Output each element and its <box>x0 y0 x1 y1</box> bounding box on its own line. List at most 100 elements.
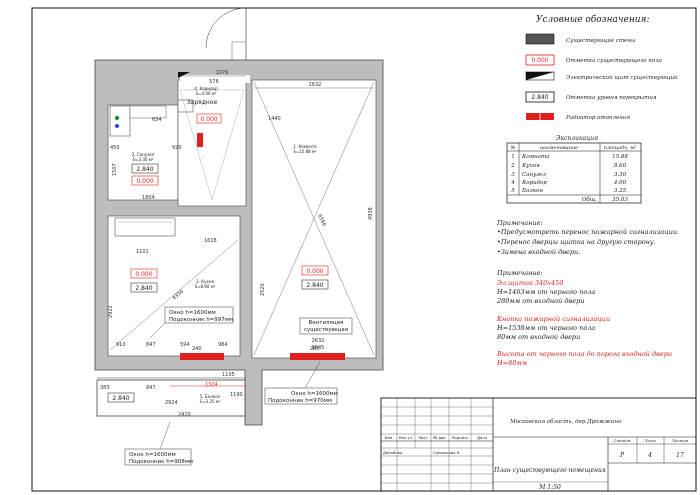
radiator-kitchen <box>180 353 224 360</box>
svg-text:Балкон: Балкон <box>521 188 543 194</box>
dim-room-side: 1440 <box>268 116 281 122</box>
tb-col-date: Дата <box>477 435 487 440</box>
bathtub <box>109 105 131 137</box>
svg-text:Кухня: Кухня <box>521 163 540 169</box>
svg-text:1: 1 <box>511 154 515 160</box>
threshold-line-1: Высота от черного пола до порога входной… <box>496 350 672 358</box>
svg-text:4.00: 4.00 <box>613 180 627 186</box>
title-block: Изм. Кол.уч. Лист № док. Подпись Дата Ди… <box>380 397 697 492</box>
room-2-label: 2. Кухня <box>196 279 214 284</box>
svg-text:2: 2 <box>510 163 515 169</box>
floor-plan: 1. Комната S=15.88 м² 2. Кухня S=8.60 м²… <box>94 7 384 466</box>
dim-balcony-a: 383 <box>100 385 110 391</box>
table-row: 1 Комната 15.88 <box>511 154 628 160</box>
explication-header-name: наименование <box>540 145 578 151</box>
dim-room-height: 4938 <box>368 207 374 220</box>
sheet-frame <box>31 7 697 492</box>
vent-line-2: существующая <box>304 327 348 333</box>
tb-stage: Р <box>619 452 625 459</box>
tb-address: Московская область, дер.Дрожжино <box>509 418 622 425</box>
dim-kitchen-height: 2922 <box>108 305 114 318</box>
radiator-corridor <box>197 133 203 147</box>
room-2-area: S=8.60 м² <box>195 284 216 289</box>
kitchen-counter <box>114 217 176 237</box>
room-3-label: 3. Санузел <box>132 152 155 157</box>
legend: Условные обозначения: Существующие стены… <box>525 14 678 121</box>
dim-kitchen-d: 984 <box>218 342 228 348</box>
dim-balcony-f: 1324 <box>205 382 218 388</box>
room-2-floor: 0.000 <box>135 271 152 278</box>
explication-total-label: Общ. <box>582 196 597 203</box>
legend-ceiling-value: 2.840 <box>531 94 548 101</box>
kitchen-window-line-2: Подоконник h=997мм <box>169 317 233 323</box>
room-3-ceiling: 2.840 <box>136 166 153 173</box>
fire-line-2: 80мм от входной двери <box>497 333 580 341</box>
radiator-label-kitchen: 240 <box>192 346 202 352</box>
tb-sheet: 4 <box>647 452 652 459</box>
room-1-label: 1. Комната <box>293 144 317 149</box>
fire-line-1: H=1538мм от черного пола <box>496 324 595 332</box>
explication-total-value: 35.03 <box>612 197 628 203</box>
balcony-window-line-2: Подоконник h=908мм <box>129 459 193 465</box>
table-row: 2 Кухня 8.60 <box>510 163 626 169</box>
svg-text:4: 4 <box>510 180 515 186</box>
notes-1-line-2: •Перенос дверцы щитка на другую сторону. <box>497 238 656 246</box>
tb-header-stage: Стадия <box>614 438 631 443</box>
svg-text:5: 5 <box>511 188 515 194</box>
tb-col-doc: № док. <box>433 435 447 440</box>
room-window-callout <box>264 387 338 405</box>
room-2-ceiling: 2.840 <box>135 285 152 292</box>
room-2-tags: 0.000 2.840 <box>130 268 158 293</box>
dim-kitchen-e: 1101 <box>136 249 149 255</box>
legend-shield-icon <box>526 72 554 80</box>
kitchen-window-callout <box>164 306 234 324</box>
dim-balcony-g: 1190 <box>230 392 243 398</box>
room-window-line-2: Подоконник h=970мм <box>268 398 332 404</box>
legend-item-ceiling: Отметка уровня перекрытия <box>566 95 657 101</box>
svg-text:Коридор: Коридор <box>521 180 547 186</box>
room-window-line-1: Окно h=1600мм <box>291 391 338 397</box>
legend-ceiling-tag <box>525 91 555 103</box>
legend-item-floor: Отметка существующего пола <box>566 58 662 64</box>
room-4-area: S=4.00 м² <box>196 91 217 96</box>
legend-item-radiator: Радиатор отопления <box>565 115 630 121</box>
dim-wc-b: 634 <box>152 117 162 123</box>
svg-text:Комната: Комната <box>521 154 550 160</box>
shield-title: Эл.щиток 340х450 <box>497 279 563 287</box>
notes-block-1: Примечание: •Предусмотреть перенос пожар… <box>496 219 679 256</box>
drain-icon <box>115 116 119 120</box>
balcony-window-line-1: Окно h=1600мм <box>129 452 176 458</box>
fire-title: Кнопка пожарной сигнализации <box>496 315 610 323</box>
tap-icon <box>115 124 119 128</box>
explication-header-number: № <box>510 145 516 151</box>
room-5-label: 5. Балкон <box>200 394 221 399</box>
tb-drawing-title: План существующего помещения <box>493 467 606 474</box>
room-3-tags: 2.840 0.000 <box>131 163 159 186</box>
threshold-line-2: H=80мм <box>496 359 527 367</box>
legend-item-walls: Существующие стены <box>566 38 636 44</box>
dim-room-bottom-2: 2632 <box>312 338 325 344</box>
dim-wc-c: 1507 <box>112 163 118 176</box>
room-4-tags: 0.000 <box>196 113 222 124</box>
room-1-floor: 0.000 <box>306 268 323 275</box>
notes-2-title: Примечание: <box>496 269 543 277</box>
shield-line-1: H=1463мм от черного пола <box>496 288 595 296</box>
notes-1-title: Примечание: <box>496 219 543 227</box>
radiator-label-room: 280 <box>310 346 320 352</box>
svg-text:3.25: 3.25 <box>614 188 627 194</box>
explication-title: Экспликация <box>556 135 598 142</box>
kitchen-window-line-1: Окно h=1600мм <box>169 310 216 316</box>
svg-text:8.60: 8.60 <box>614 163 627 169</box>
legend-floor-value: 0.000 <box>531 57 548 64</box>
shield-line-2: 280мм от входной двери <box>496 297 584 305</box>
table-row: 4 Коридор 4.00 <box>510 180 626 186</box>
tb-header-sheet: Лист <box>643 438 656 443</box>
dim-kitchen-b: 847 <box>146 342 156 348</box>
dim-top-room: 2632 <box>309 82 322 88</box>
tb-role: Дизайнер <box>383 450 403 455</box>
table-row: 3 Санузел 3.30 <box>511 172 626 178</box>
dim-balcony-c: 1105 <box>222 372 235 378</box>
explication-table: Экспликация № наименование площадь, м² 1… <box>506 135 642 204</box>
tb-col-koluch: Кол.уч. <box>399 435 413 440</box>
svg-text:Санузел: Санузел <box>522 172 547 178</box>
